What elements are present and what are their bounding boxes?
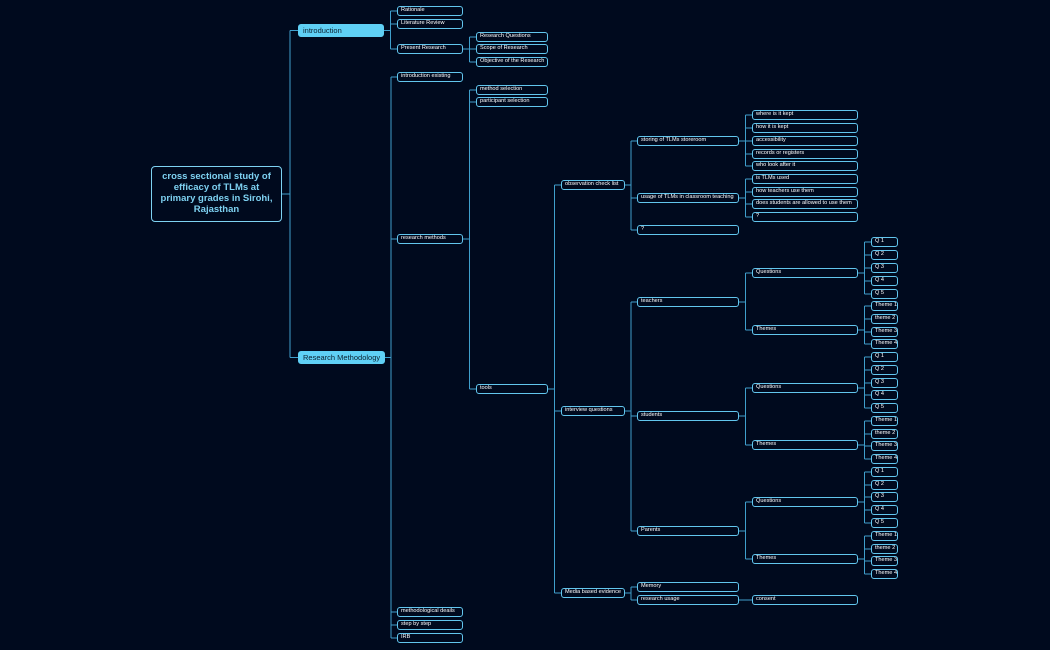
node-consent[interactable]: consent [752,595,858,605]
node-research-usage[interactable]: research usage [637,595,739,605]
topic-introduction[interactable]: introduction [298,24,384,37]
node-theme-item[interactable]: Theme 3 [871,556,898,566]
node-theme-item[interactable]: Theme 1 [871,531,898,541]
root-topic[interactable]: cross sectional study of efficacy of TLM… [151,166,282,222]
node-observation-other[interactable]: ? [637,225,739,235]
node-scope-of-research[interactable]: Scope of Research [476,44,548,54]
node-question-item[interactable]: Q 5 [871,518,898,528]
node-questions[interactable]: Questions [752,383,858,393]
node-question-item[interactable]: Q 3 [871,492,898,502]
node-themes[interactable]: Themes [752,554,858,564]
node-interview-group[interactable]: students [637,411,739,421]
node-question-item[interactable]: Q 3 [871,263,898,273]
node-question-item[interactable]: Q 2 [871,480,898,490]
node-interview-group[interactable]: teachers [637,297,739,307]
node-theme-item[interactable]: Theme 3 [871,327,898,337]
node-theme-item[interactable]: Theme 3 [871,441,898,451]
node-themes[interactable]: Themes [752,325,858,335]
node-question-item[interactable]: Q 5 [871,403,898,413]
node-question-item[interactable]: Q 4 [871,276,898,286]
node-question-item[interactable]: Q 1 [871,237,898,247]
node-methodological-deails[interactable]: methodological deails [397,607,463,617]
node-theme-item[interactable]: Theme 1 [871,416,898,426]
node-question-item[interactable]: Q 2 [871,365,898,375]
node-theme-item[interactable]: theme 2 [871,544,898,554]
node-theme-item[interactable]: theme 2 [871,314,898,324]
topic-research-methodology[interactable]: Research Methodology [298,351,385,364]
node-rationale[interactable]: Rationale [397,6,463,16]
node-question-item[interactable]: Q 3 [871,378,898,388]
node-interview-questions[interactable]: interview questions [561,406,625,416]
node-storing-item[interactable]: records or registers [752,149,858,159]
node-storing-item[interactable]: accessibility [752,136,858,146]
node-theme-item[interactable]: Theme 4 [871,569,898,579]
node-media-based-evidence[interactable]: Media based evidence [561,588,625,598]
node-method-selection[interactable]: method selection [476,85,548,95]
node-usage-item[interactable]: does students are allowed to use them [752,199,858,209]
node-storing-item[interactable]: where is it kept [752,110,858,120]
node-theme-item[interactable]: Theme 4 [871,339,898,349]
node-questions[interactable]: Questions [752,497,858,507]
node-questions[interactable]: Questions [752,268,858,278]
node-research-questions[interactable]: Research Questions [476,32,548,42]
node-storing-item[interactable]: how it is kept [752,123,858,133]
node-storing-item[interactable]: who look after it [752,161,858,171]
node-question-item[interactable]: Q 4 [871,390,898,400]
node-question-item[interactable]: Q 4 [871,505,898,515]
node-objective-of-research[interactable]: Objective of the Research [476,57,548,67]
node-interview-group[interactable]: Parents [637,526,739,536]
node-theme-item[interactable]: Theme 4 [871,454,898,464]
node-question-item[interactable]: Q 1 [871,467,898,477]
node-theme-item[interactable]: theme 2 [871,429,898,439]
node-participant-selection[interactable]: participant selection [476,97,548,107]
node-usage-of-tlms[interactable]: usage of TLMs in classroom teaching [637,193,739,203]
node-theme-item[interactable]: Theme 1 [871,301,898,311]
node-research-methods[interactable]: research methods [397,234,463,244]
node-usage-item[interactable]: how teachers use them [752,187,858,197]
node-observation-check-list[interactable]: observation check list [561,180,625,190]
node-step-by-step[interactable]: step by step [397,620,463,630]
node-storing-of-tlms[interactable]: storing of TLMs storeroom [637,136,739,146]
node-literature-review[interactable]: Literature Review [397,19,463,29]
node-usage-item[interactable]: ? [752,212,858,222]
node-tools[interactable]: tools [476,384,548,394]
node-usage-item[interactable]: is TLMs used [752,174,858,184]
node-question-item[interactable]: Q 5 [871,289,898,299]
node-memory[interactable]: Memory [637,582,739,592]
node-introduction-existing[interactable]: introduction existing [397,72,463,82]
node-present-research[interactable]: Present Research [397,44,463,54]
node-themes[interactable]: Themes [752,440,858,450]
node-question-item[interactable]: Q 2 [871,250,898,260]
node-irb[interactable]: IRB [397,633,463,643]
node-question-item[interactable]: Q 1 [871,352,898,362]
